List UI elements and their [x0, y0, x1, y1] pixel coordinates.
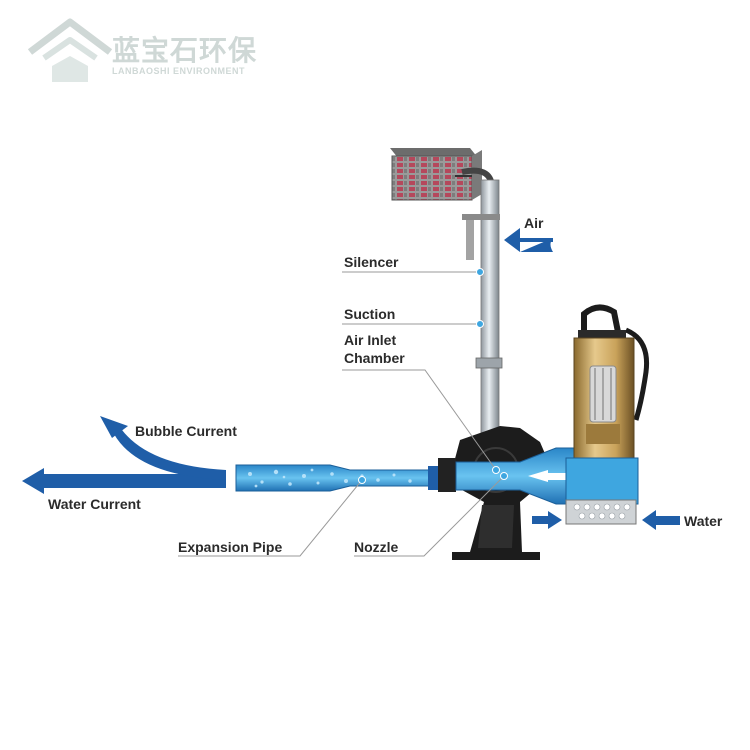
label-silencer: Silencer — [344, 254, 399, 270]
label-air: Air — [524, 215, 544, 231]
label-water: Water — [684, 513, 723, 529]
leader-lines — [178, 268, 508, 557]
air-pipe — [461, 167, 503, 451]
water-arrow-icon — [642, 510, 680, 530]
air-intake-box — [390, 148, 482, 201]
label-nozzle: Nozzle — [354, 539, 399, 555]
label-suction: Suction — [344, 306, 395, 322]
house-roof-logo-icon — [27, 18, 113, 82]
label-expansion-pipe: Expansion Pipe — [178, 539, 282, 555]
label-air-inlet-line2: Chamber — [344, 350, 405, 366]
pump-inlet-arrow-icon — [532, 511, 562, 529]
logo-name-cn: 蓝宝石环保 — [112, 34, 257, 67]
submersible-pump — [565, 304, 650, 525]
logo: 蓝宝石环保 LANBAOSHI ENVIRONMENT — [27, 18, 257, 82]
label-air-inlet-line1: Air Inlet — [344, 332, 396, 348]
air-arrow-icon — [504, 228, 553, 252]
label-water-current: Water Current — [48, 496, 141, 512]
logo-name-en: LANBAOSHI ENVIRONMENT — [112, 66, 245, 76]
water-current-arrow-icon — [22, 468, 226, 494]
label-bubble-current: Bubble Current — [135, 423, 237, 439]
bubble-current-arrow-icon — [100, 416, 226, 480]
expansion-pipe — [235, 464, 438, 492]
